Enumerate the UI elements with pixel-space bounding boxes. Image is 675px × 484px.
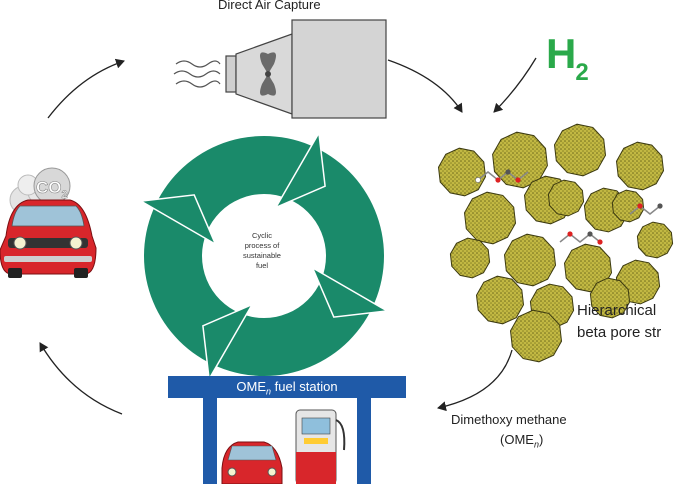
station-car-icon: [221, 441, 283, 484]
zeolite-particle: [589, 277, 631, 319]
cycle-center-line: Cyclic: [252, 231, 272, 240]
arrow-zeolite-to-product: [437, 349, 513, 412]
zeolite-particle: [463, 191, 517, 245]
car-with-co2-icon: CO2: [0, 167, 97, 278]
zeolite-particle: [475, 275, 525, 325]
flow-arrows: [39, 57, 537, 415]
zeolite-label-line2: beta pore str: [577, 324, 662, 341]
product-label-sub: n: [533, 439, 539, 450]
zeolite-particle: [611, 189, 645, 223]
cycle-arrowhead: [311, 266, 390, 318]
co2-label-main: CO: [36, 178, 62, 197]
station-sign-suffix: fuel station: [271, 379, 338, 394]
cycle-arrows-icon: [138, 130, 390, 382]
h2-label-sub: 2: [575, 59, 588, 86]
product-label-suffix: ): [538, 432, 544, 447]
cycle-arrowhead: [138, 194, 217, 246]
svg-text:CO2: CO2: [36, 178, 68, 201]
h2-label-main: H: [546, 30, 576, 77]
fuel-pump-icon: [295, 409, 346, 484]
cycle-arrowhead: [202, 303, 254, 382]
cycle-center-line: process of: [244, 241, 280, 250]
zeolite-particle: [437, 147, 487, 197]
zeolite-particle: [636, 221, 674, 259]
arrow-station-to-car: [39, 342, 123, 415]
h2-label: H2: [546, 30, 589, 86]
zeolite-particle: [503, 233, 557, 287]
diagram-title: Direct Air Capture: [218, 0, 321, 12]
product-label-line1: Dimethoxy methane: [451, 412, 567, 427]
fuel-station-sign: OMEn fuel station: [168, 376, 406, 398]
arrow-h2-to-zeolite: [493, 57, 537, 113]
zeolite-particle: [449, 237, 491, 279]
zeolite-crystal-icon: [437, 123, 674, 363]
arrow-car-to-dac: [47, 58, 125, 119]
cycle-arrowhead: [274, 130, 326, 209]
cycle-center-line: fuel: [255, 261, 269, 270]
direct-air-capture-unit-icon: [173, 19, 387, 119]
zeolite-particle: [509, 309, 563, 363]
zeolite-particle: [547, 179, 585, 217]
cycle-center-label: Cyclic process of sustainable fuel: [226, 231, 298, 271]
cycle-ring: [144, 136, 384, 376]
zeolite-label-line1: Hierarchical: [577, 302, 657, 319]
zeolite-particle: [615, 141, 665, 191]
product-label-line2: (OMEn): [500, 432, 543, 450]
cycle-center-line: sustainable: [243, 251, 281, 260]
zeolite-particle: [553, 123, 607, 177]
co2-label-sub: 2: [62, 189, 68, 201]
arrow-dac-to-zeolite: [387, 59, 463, 113]
station-sign-prefix: OME: [236, 379, 267, 394]
station-sign-sub: n: [266, 386, 272, 397]
molecule-icon: [475, 169, 663, 245]
product-label-prefix: (OME: [500, 432, 534, 447]
